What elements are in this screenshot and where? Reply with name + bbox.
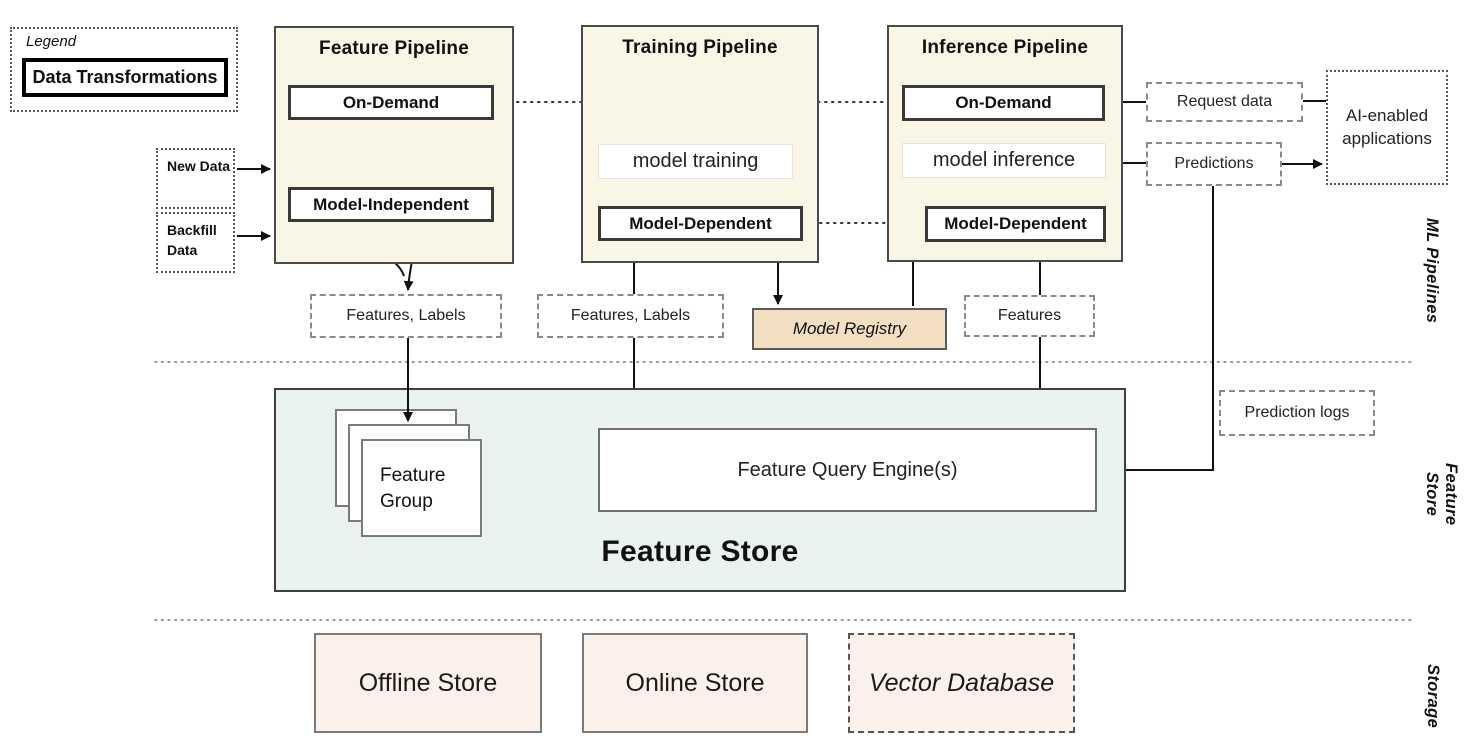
model-registry-label: Model Registry xyxy=(792,319,907,338)
offline-store-label: Offline Store xyxy=(358,668,498,697)
features-label: Features xyxy=(997,307,1062,324)
inference-model-dependent-box: Model-Dependent xyxy=(925,206,1106,242)
prediction-logs-label: Prediction logs xyxy=(1244,404,1350,421)
model-training-label: model training xyxy=(632,150,759,172)
model-inference-box: model inference xyxy=(902,143,1106,178)
feature-on-demand-label: On-Demand xyxy=(342,92,440,112)
predictions-label: Predictions xyxy=(1174,155,1254,172)
training-model-dependent-box: Model-Dependent xyxy=(598,206,803,241)
inference-on-demand-label: On-Demand xyxy=(955,93,1052,112)
training-pipeline-title: Training Pipeline xyxy=(622,37,778,58)
vector-database-label: Vector Database xyxy=(868,668,1055,697)
features-labels-left-label: Features, Labels xyxy=(346,307,466,324)
ai-applications-label: AI-enabled applications xyxy=(1342,105,1432,148)
inference-pipeline-title: Inference Pipeline xyxy=(921,37,1089,58)
offline-store-box: Offline Store xyxy=(314,633,542,733)
features-labels-mid-box: Features, Labels xyxy=(537,294,724,338)
features-labels-mid-label: Features, Labels xyxy=(570,307,691,324)
legend-title: Legend xyxy=(26,33,77,50)
legend-item-label: Data Transformations xyxy=(32,67,218,87)
model-registry-box: Model Registry xyxy=(752,308,947,350)
backfill-data-box: Backfill Data xyxy=(156,212,235,273)
inference-on-demand-box: On-Demand xyxy=(902,85,1105,121)
feature-group-label: Feature Group xyxy=(380,465,446,512)
feature-group-card-front: Feature Group xyxy=(361,439,482,537)
inference-model-dependent-label: Model-Dependent xyxy=(944,214,1087,233)
model-independent-label: Model-Independent xyxy=(313,194,469,214)
model-training-box: model training xyxy=(598,144,793,179)
section-label-ml-pipelines: ML Pipelines xyxy=(1423,218,1441,324)
ai-applications-box: AI-enabled applications xyxy=(1326,70,1448,185)
request-data-box: Request data xyxy=(1146,82,1303,122)
feature-query-engine-box: Feature Query Engine(s) xyxy=(598,428,1097,512)
vector-database-box: Vector Database xyxy=(848,633,1075,733)
section-label-storage: Storage xyxy=(1424,663,1442,729)
feature-store-title: Feature Store xyxy=(601,535,799,568)
model-inference-label: model inference xyxy=(932,149,1076,171)
request-data-label: Request data xyxy=(1176,93,1273,110)
training-model-dependent-label: Model-Dependent xyxy=(629,213,772,233)
new-data-box: New Data xyxy=(156,148,235,209)
feature-query-engine-label: Feature Query Engine(s) xyxy=(737,458,958,481)
legend-data-transformations: Data Transformations xyxy=(22,58,228,97)
feature-pipeline-title: Feature Pipeline xyxy=(319,38,469,59)
section-label-feature-store: Feature Store xyxy=(1423,462,1460,526)
prediction-logs-box: Prediction logs xyxy=(1219,390,1375,436)
features-labels-left-box: Features, Labels xyxy=(310,294,502,338)
features-box: Features xyxy=(964,295,1095,337)
predictions-box: Predictions xyxy=(1146,142,1282,186)
feature-on-demand-box: On-Demand xyxy=(288,85,494,120)
model-independent-box: Model-Independent xyxy=(288,187,494,222)
online-store-box: Online Store xyxy=(582,633,808,733)
online-store-label: Online Store xyxy=(625,668,765,697)
feature-pipeline-box: Feature Pipeline xyxy=(274,26,514,264)
